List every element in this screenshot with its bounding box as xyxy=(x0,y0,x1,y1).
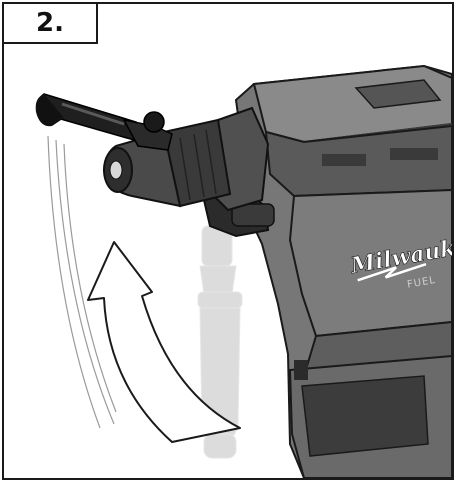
svg-text:FUEL: FUEL xyxy=(406,275,436,291)
motion-lines-icon xyxy=(47,135,117,429)
figure-frame: 2. xyxy=(2,2,454,480)
illustration: Milwaukee FUEL xyxy=(35,64,452,478)
side-handle-icon xyxy=(35,93,173,151)
rotation-arrow-icon xyxy=(87,241,241,443)
step-number-box: 2. xyxy=(4,4,98,44)
rotary-hammer-icon: Milwaukee FUEL xyxy=(102,64,452,478)
step-number: 2. xyxy=(36,8,64,38)
